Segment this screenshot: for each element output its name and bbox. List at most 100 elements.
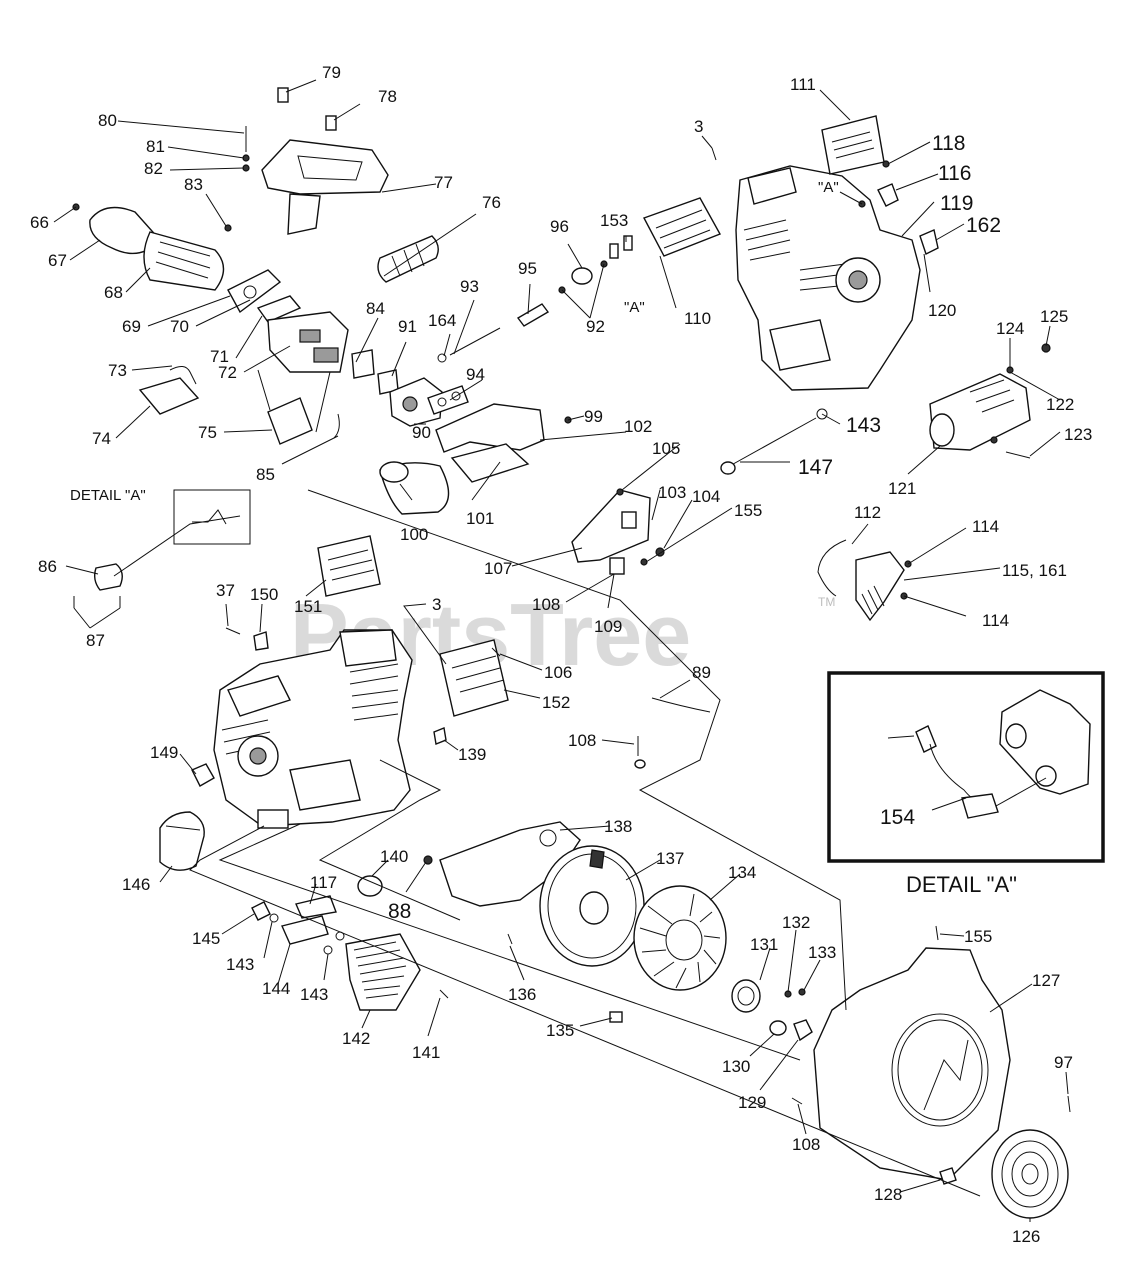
label-149: 149 bbox=[150, 743, 178, 762]
label-83: 83 bbox=[184, 175, 203, 194]
label-114a: 114 bbox=[972, 517, 999, 536]
label-108a: 108 bbox=[532, 595, 560, 614]
label-135: 135 bbox=[546, 1021, 574, 1040]
part-number-labels: 79 78 80 81 82 83 77 76 66 67 68 69 70 7… bbox=[30, 63, 1092, 1246]
label-132: 132 bbox=[782, 913, 810, 932]
label-137: 137 bbox=[656, 849, 684, 868]
label-79: 79 bbox=[322, 63, 341, 82]
label-84: 84 bbox=[366, 299, 385, 318]
label-112: 112 bbox=[854, 503, 881, 522]
detail-a-label: DETAIL "A" bbox=[70, 487, 146, 504]
label-69: 69 bbox=[122, 317, 141, 336]
label-123: 123 bbox=[1064, 425, 1092, 444]
label-87: 87 bbox=[86, 631, 105, 650]
label-37: 37 bbox=[216, 581, 235, 600]
label-72: 72 bbox=[218, 363, 237, 382]
label-78: 78 bbox=[378, 87, 397, 106]
label-133: 133 bbox=[808, 943, 836, 962]
label-118: 118 bbox=[932, 132, 965, 155]
label-144: 144 bbox=[262, 979, 290, 998]
wire-harness bbox=[817, 539, 912, 622]
label-103: 103 bbox=[658, 483, 686, 502]
label-109: 109 bbox=[594, 617, 622, 636]
label-117: 117 bbox=[310, 873, 337, 892]
label-97: 97 bbox=[1054, 1053, 1073, 1072]
label-91: 91 bbox=[398, 317, 417, 336]
label-110: 110 bbox=[684, 309, 711, 328]
label-85: 85 bbox=[256, 465, 275, 484]
label-92: 92 bbox=[586, 317, 605, 336]
label-76: 76 bbox=[482, 193, 501, 212]
label-138: 138 bbox=[604, 817, 632, 836]
label-82: 82 bbox=[144, 159, 163, 178]
main-engine-view bbox=[159, 535, 509, 871]
label-104: 104 bbox=[692, 487, 720, 506]
label-93: 93 bbox=[460, 277, 479, 296]
label-145: 145 bbox=[192, 929, 220, 948]
carburetor-assembly bbox=[377, 235, 633, 427]
callout-a-carb: "A" bbox=[624, 299, 645, 316]
label-119: 119 bbox=[940, 192, 973, 215]
label-130: 130 bbox=[722, 1057, 750, 1076]
label-153: 153 bbox=[600, 211, 628, 230]
label-88: 88 bbox=[388, 900, 411, 923]
air-cleaner-assembly bbox=[72, 87, 439, 445]
label-143b: 143 bbox=[226, 955, 254, 974]
label-154: 154 bbox=[880, 806, 915, 829]
label-136: 136 bbox=[508, 985, 536, 1004]
label-116: 116 bbox=[938, 162, 971, 185]
label-147: 147 bbox=[798, 456, 833, 479]
label-146: 146 bbox=[122, 875, 150, 894]
label-111: 111 bbox=[790, 75, 816, 94]
label-143c: 143 bbox=[300, 985, 328, 1004]
label-77: 77 bbox=[434, 173, 453, 192]
label-89: 89 bbox=[692, 663, 711, 682]
label-131: 131 bbox=[750, 935, 778, 954]
label-73: 73 bbox=[108, 361, 127, 380]
label-105: 105 bbox=[652, 439, 680, 458]
label-121: 121 bbox=[888, 479, 916, 498]
callout-a-engine: "A" bbox=[818, 179, 839, 196]
label-3b: 3 bbox=[432, 595, 441, 614]
upper-engine-view bbox=[643, 115, 939, 391]
label-122: 122 bbox=[1046, 395, 1074, 414]
starter-assembly bbox=[720, 343, 1051, 475]
label-80: 80 bbox=[98, 111, 117, 130]
label-126: 126 bbox=[1012, 1227, 1040, 1246]
label-127: 127 bbox=[1032, 971, 1060, 990]
label-106: 106 bbox=[544, 663, 572, 682]
label-99: 99 bbox=[584, 407, 603, 426]
label-102: 102 bbox=[624, 417, 652, 436]
label-150: 150 bbox=[250, 585, 278, 604]
detail-a-large: DETAIL "A" bbox=[827, 671, 1105, 897]
detail-a-caption: DETAIL "A" bbox=[906, 872, 1017, 897]
label-70: 70 bbox=[170, 317, 189, 336]
label-94: 94 bbox=[466, 365, 485, 384]
label-101: 101 bbox=[466, 509, 494, 528]
label-100: 100 bbox=[400, 525, 428, 544]
label-108c: 108 bbox=[792, 1135, 820, 1154]
label-152: 152 bbox=[542, 693, 570, 712]
label-129: 129 bbox=[738, 1093, 766, 1112]
label-143a: 143 bbox=[846, 414, 881, 437]
lower-parts bbox=[251, 647, 1071, 1219]
label-128: 128 bbox=[874, 1185, 902, 1204]
label-96: 96 bbox=[550, 217, 569, 236]
label-142: 142 bbox=[342, 1029, 370, 1048]
label-95: 95 bbox=[518, 259, 537, 278]
label-164: 164 bbox=[428, 311, 456, 330]
label-108b: 108 bbox=[568, 731, 596, 750]
exhaust-assembly bbox=[379, 403, 665, 575]
label-67: 67 bbox=[48, 251, 67, 270]
label-139: 139 bbox=[458, 745, 486, 764]
label-141: 141 bbox=[412, 1043, 440, 1062]
label-75: 75 bbox=[198, 423, 217, 442]
label-115-161: 115, 161 bbox=[1002, 561, 1067, 580]
label-134: 134 bbox=[728, 863, 756, 882]
label-140: 140 bbox=[380, 847, 408, 866]
leader-lines bbox=[53, 79, 1069, 1222]
label-114b: 114 bbox=[982, 611, 1009, 630]
label-68: 68 bbox=[104, 283, 123, 302]
label-120: 120 bbox=[928, 301, 956, 320]
